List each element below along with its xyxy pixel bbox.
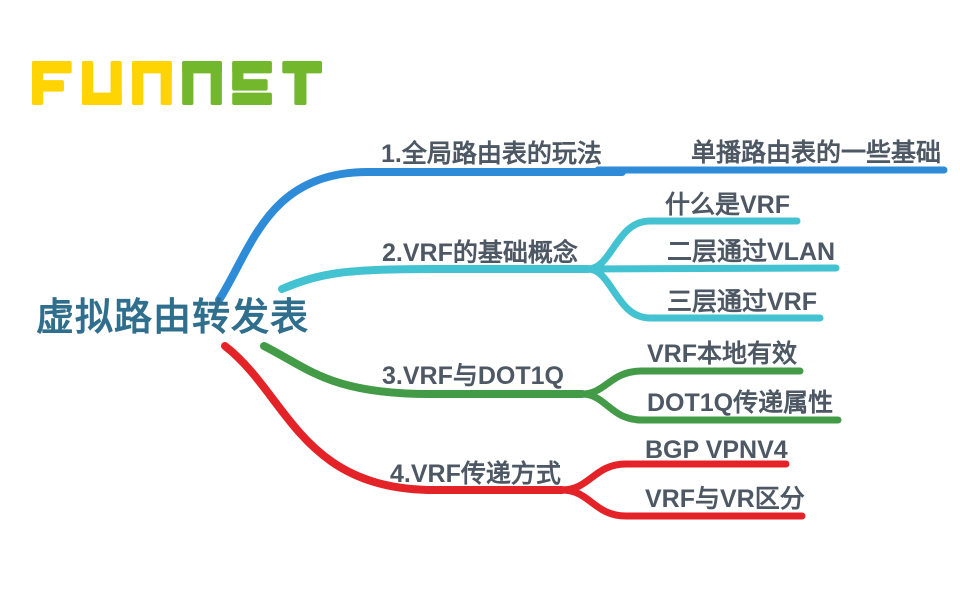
node-branch-4[interactable]: 4.VRF传递方式 <box>390 460 561 488</box>
node-branch-1[interactable]: 1.全局路由表的玩法 <box>381 140 602 168</box>
root-node[interactable]: 虚拟路由转发表 <box>36 297 310 339</box>
node-branch-2-child-3[interactable]: 三层通过VRF <box>667 288 818 316</box>
node-branch-1-child-1[interactable]: 单播路由表的一些基础 <box>691 139 942 167</box>
branch-3-curve <box>260 342 586 398</box>
branch-3-child-2-line <box>578 390 842 424</box>
branch-4-curves <box>221 342 806 520</box>
branch-3-curves <box>260 342 842 424</box>
branch-2-curve <box>278 265 592 293</box>
branch-2-child-3-line <box>584 265 824 322</box>
node-branch-4-child-1[interactable]: BGP VPNV4 <box>645 436 788 464</box>
node-branch-3[interactable]: 3.VRF与DOT1Q <box>382 362 564 390</box>
node-branch-2-child-1[interactable]: 什么是VRF <box>665 191 791 219</box>
node-branch-3-child-1[interactable]: VRF本地有效 <box>647 340 798 368</box>
node-branch-2-child-2[interactable]: 二层通过VLAN <box>667 238 836 266</box>
branch-4-curve <box>221 342 566 494</box>
branch-4-child-2-line <box>558 486 806 520</box>
node-branch-3-child-2[interactable]: DOT1Q传递属性 <box>647 389 834 417</box>
logo-net <box>182 61 322 105</box>
node-branch-4-child-2[interactable]: VRF与VR区分 <box>645 485 805 513</box>
funnet-logo <box>32 61 322 105</box>
branch-1-curve <box>215 168 626 304</box>
branch-1-curves <box>215 166 948 304</box>
logo-fun <box>32 61 172 105</box>
branch-2-child-2-line <box>584 264 840 273</box>
node-branch-2[interactable]: 2.VRF的基础概念 <box>382 239 578 267</box>
branch-2-curves <box>278 217 840 322</box>
